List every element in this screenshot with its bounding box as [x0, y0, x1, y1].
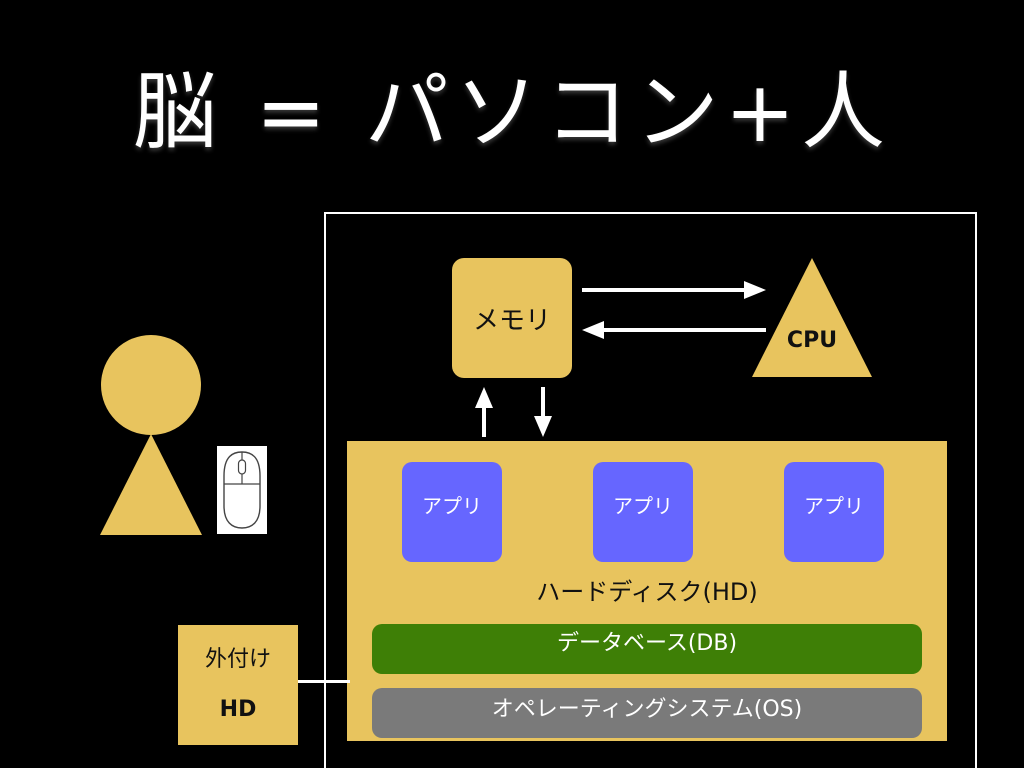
- arrow-memory-to-hd-head: [534, 416, 552, 437]
- external-hd-box: 外付け HD: [178, 625, 298, 745]
- external-hd-connector: [298, 680, 350, 683]
- external-hd-label-line1: 外付け: [204, 647, 271, 672]
- person-body-icon: [100, 434, 202, 535]
- app-label: アプリ: [804, 494, 864, 518]
- app-box-2: アプリ: [593, 462, 693, 562]
- external-hd-label-line2: HD: [219, 697, 257, 722]
- app-label: アプリ: [613, 494, 673, 518]
- person-head-icon: [101, 335, 201, 435]
- database-bar: データベース(DB): [372, 624, 922, 674]
- computer-frame-top-edge: [324, 212, 977, 214]
- app-box-1: アプリ: [402, 462, 502, 562]
- hard-disk-label: ハードディスク(HD): [536, 578, 758, 606]
- app-label: アプリ: [422, 494, 482, 518]
- memory-box: メモリ: [452, 258, 572, 378]
- app-box-3: アプリ: [784, 462, 884, 562]
- cpu-label: CPU: [786, 328, 838, 353]
- cpu-triangle: [752, 258, 872, 377]
- memory-label: メモリ: [472, 305, 551, 336]
- slide-title: 脳 = パソコン+人: [132, 63, 892, 161]
- os-bar: オペレーティングシステム(OS): [372, 688, 922, 738]
- computer-frame-right-edge: [975, 212, 977, 768]
- computer-frame-left-edge: [324, 212, 326, 768]
- arrow-hd-to-memory-head: [475, 387, 493, 408]
- arrow-memory-to-cpu-head: [744, 281, 766, 299]
- mouse-drawing: [223, 451, 261, 529]
- mouse-icon: [217, 446, 267, 534]
- arrow-cpu-to-memory-head: [582, 321, 604, 339]
